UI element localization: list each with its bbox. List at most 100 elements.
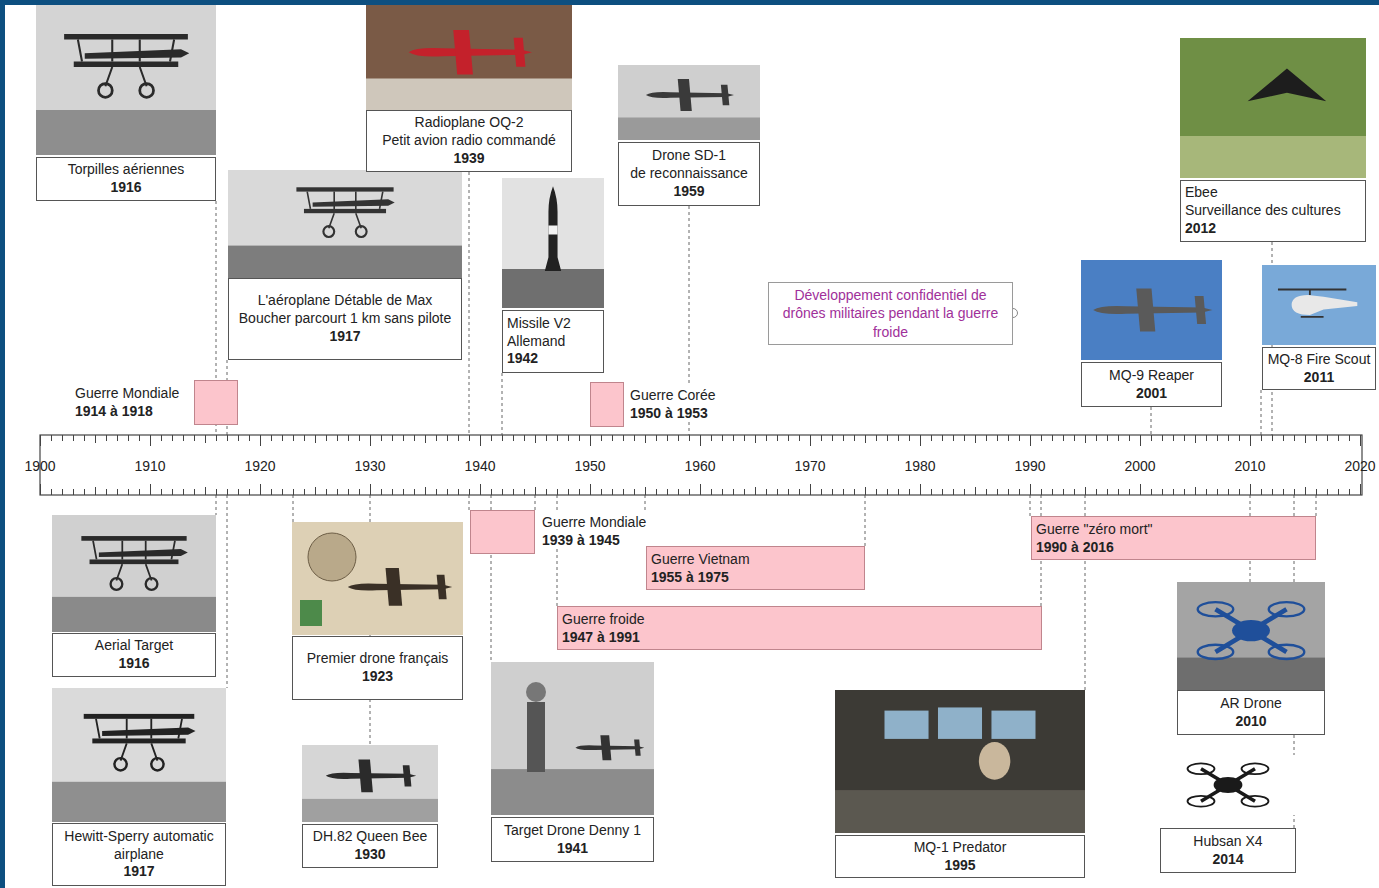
axis-tick	[590, 435, 591, 446]
axis-tick	[117, 435, 118, 441]
axis-tick	[920, 435, 921, 446]
axis-tick	[909, 435, 910, 441]
axis-tick	[238, 435, 239, 441]
axis-tick	[766, 489, 767, 495]
caption-text: 1930	[307, 846, 433, 864]
axis-tick	[62, 435, 63, 441]
axis-tick	[469, 435, 470, 441]
axis-tick	[931, 489, 932, 495]
axis-tick	[1261, 435, 1262, 441]
axis-tick	[260, 484, 261, 495]
axis-tick	[997, 435, 998, 441]
axis-tick	[139, 489, 140, 495]
axis-tick	[975, 487, 976, 495]
caption-text: Torpilles aériennes	[41, 161, 211, 179]
axis-tick	[821, 489, 822, 495]
axis-tick	[1162, 489, 1163, 495]
axis-tick	[513, 435, 514, 441]
axis-tick	[1041, 435, 1042, 441]
war-text: 1914 à 1918	[75, 402, 179, 420]
axis-tick	[172, 435, 173, 441]
axis-tick	[73, 489, 74, 495]
frame-strip	[0, 0, 1379, 5]
caption-text: 2011	[1267, 369, 1371, 387]
year-label: 2000	[1120, 458, 1160, 474]
axis-tick	[458, 435, 459, 441]
axis-tick	[1063, 435, 1064, 441]
photo-ground	[1262, 265, 1376, 345]
axis-tick	[282, 435, 283, 441]
war-band: Guerre Corée1950 à 1953	[590, 382, 730, 427]
postage-stamp	[300, 600, 322, 626]
axis-tick	[854, 489, 855, 495]
axis-tick	[348, 435, 349, 441]
axis-tick	[656, 489, 657, 495]
axis-tick	[634, 489, 635, 495]
axis-tick	[1052, 489, 1053, 495]
year-label: 1940	[460, 458, 500, 474]
axis-tick	[1217, 489, 1218, 495]
axis-tick	[1316, 489, 1317, 495]
caption-text: 2014	[1165, 851, 1291, 869]
axis-tick	[1173, 435, 1174, 441]
note-box: Développement confidentiel de drônes mil…	[768, 282, 1013, 345]
axis-tick	[711, 435, 712, 441]
caption-text: 1941	[496, 840, 649, 858]
caption-text: 1923	[297, 668, 458, 686]
axis-tick	[40, 484, 41, 495]
operator-head	[526, 682, 546, 702]
axis-tick	[546, 489, 547, 495]
axis-tick	[535, 487, 536, 495]
leader-line	[502, 373, 503, 435]
war-text: 1990 à 2016	[1036, 538, 1311, 556]
photo-ground	[1177, 582, 1325, 690]
leader-line	[535, 495, 536, 510]
axis-tick	[656, 435, 657, 441]
axis-tick	[1063, 489, 1064, 495]
axis-tick	[821, 435, 822, 441]
leader-line	[469, 172, 470, 435]
axis-tick	[95, 435, 96, 443]
axis-tick	[447, 435, 448, 441]
axis-tick	[1349, 489, 1350, 495]
axis-tick	[480, 435, 481, 446]
axis-tick	[964, 489, 965, 495]
leader-line	[1151, 407, 1152, 435]
axis-tick	[557, 489, 558, 495]
axis-tick	[1019, 435, 1020, 441]
axis-tick	[645, 487, 646, 495]
war-text: Guerre Corée	[630, 386, 716, 404]
photo-ground	[228, 170, 462, 278]
axis-tick	[304, 489, 305, 495]
axis-tick	[1206, 435, 1207, 441]
axis-tick	[1360, 484, 1361, 495]
caption-text: AR Drone	[1182, 695, 1320, 713]
axis-tick	[62, 489, 63, 495]
leader-line	[557, 495, 558, 606]
axis-tick	[326, 435, 327, 441]
axis-tick	[1338, 489, 1339, 495]
axis-tick	[524, 489, 525, 495]
axis-tick	[799, 489, 800, 495]
axis-tick	[645, 435, 646, 443]
axis-tick	[667, 489, 668, 495]
war-band: Guerre Vietnam1955 à 1975	[646, 546, 865, 590]
axis-tick	[469, 489, 470, 495]
caption-text: 1959	[623, 183, 755, 201]
axis-tick	[1085, 487, 1086, 495]
axis-tick	[480, 484, 481, 495]
war-text: Guerre Mondiale	[542, 513, 646, 531]
caption-box: Premier drone français1923	[292, 636, 463, 700]
axis-tick	[128, 489, 129, 495]
axis-tick	[744, 435, 745, 441]
leader-line	[1261, 390, 1262, 435]
axis-tick	[722, 435, 723, 441]
axis-tick	[1327, 435, 1328, 441]
photo-ground	[1081, 260, 1222, 360]
axis-tick	[359, 489, 360, 495]
axis-tick	[183, 489, 184, 495]
axis-tick	[722, 489, 723, 495]
axis-tick	[1228, 489, 1229, 495]
photo-ground	[1180, 38, 1366, 178]
axis-tick	[315, 487, 316, 495]
